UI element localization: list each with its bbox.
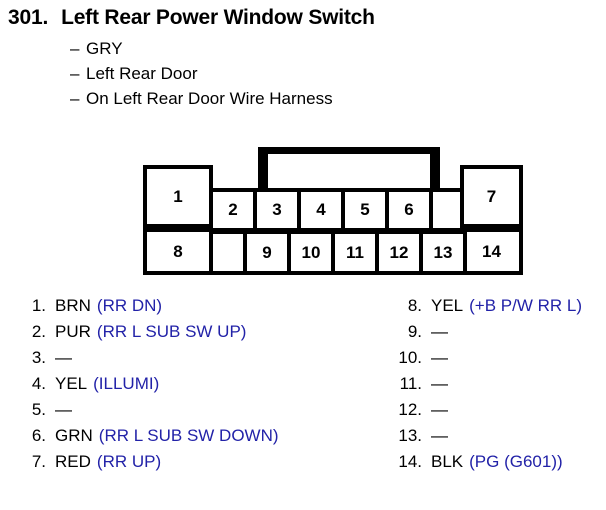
pin-wire-color: BLK [431, 452, 464, 471]
connector-pin-4[interactable]: 4 [297, 188, 345, 232]
title-text: Left Rear Power Window Switch [61, 6, 375, 29]
pin-empty-marker: — [431, 400, 448, 419]
pin-wire-color: RED [55, 452, 91, 471]
title-number: 301. [8, 6, 49, 29]
subtitle-text-1: GRY [86, 39, 123, 58]
dash-icon: – [70, 39, 80, 58]
latch-post-right [430, 147, 440, 192]
pin-list-item: 6. GRN (RR L SUB SW DOWN) [16, 426, 279, 452]
pin-number: 4. [31, 374, 46, 393]
pin-empty-marker: — [431, 348, 448, 367]
pin-signal-name: (+B P/W RR L) [469, 296, 583, 315]
subtitle-line-1: –GRY [70, 36, 333, 61]
pin-number: 2. [31, 322, 46, 341]
pin-empty-marker: — [431, 426, 448, 445]
connector-pin-7[interactable]: 7 [460, 165, 523, 228]
pin-list-item: 8. YEL (+B P/W RR L) [392, 296, 582, 322]
pin-signal-name: (RR DN) [96, 296, 163, 315]
pin-number: 12. [398, 400, 422, 419]
subtitle-text-2: Left Rear Door [86, 64, 198, 83]
connector-diagram: 1 8 7 14 2 3 4 5 6 9 10 11 12 13 [143, 145, 523, 275]
pin-list-item: 4. YEL (ILLUMI) [16, 374, 279, 400]
connector-pin-12[interactable]: 12 [375, 230, 423, 275]
pin-wire-color: GRN [55, 426, 93, 445]
pin-number: 10. [398, 348, 422, 367]
pin-signal-name: (RR L SUB SW UP) [96, 322, 247, 341]
pin-wire-color: BRN [55, 296, 91, 315]
pin-number: 7. [31, 452, 46, 471]
pin-number: 3. [31, 348, 46, 367]
connector-pin-10[interactable]: 10 [287, 230, 335, 275]
connector-pin-6-label: 6 [404, 200, 414, 219]
connector-pin-13[interactable]: 13 [419, 230, 467, 275]
pin-list-item: 13. — [392, 426, 582, 452]
pin-wire-color: YEL [55, 374, 88, 393]
connector-pin-2[interactable]: 2 [209, 188, 257, 232]
pin-list-item: 12. — [392, 400, 582, 426]
subtitle-line-2: –Left Rear Door [70, 61, 333, 86]
subtitle-list: –GRY –Left Rear Door –On Left Rear Door … [70, 36, 333, 111]
connector-pin-5[interactable]: 5 [341, 188, 389, 232]
connector-pin-7-label: 7 [486, 186, 497, 206]
connector-pin-5-label: 5 [360, 200, 370, 219]
pin-signal-name: (ILLUMI) [93, 374, 160, 393]
connector-pin-8[interactable]: 8 [143, 228, 213, 275]
connector-pin-12-label: 12 [389, 242, 409, 262]
pin-empty-marker: — [431, 374, 448, 393]
pin-empty-marker: — [431, 322, 448, 341]
pin-wire-color: PUR [55, 322, 91, 341]
connector-pin-10-label: 10 [301, 242, 321, 262]
connector-pin-11-label: 11 [346, 242, 364, 262]
pin-wire-color: YEL [431, 296, 464, 315]
pin-list-item: 11. — [392, 374, 582, 400]
connector-pin-9-label: 9 [262, 242, 272, 262]
connector-pin-3[interactable]: 3 [253, 188, 301, 232]
pin-signal-name: (RR UP) [96, 452, 162, 471]
connector-pin-1-label: 1 [173, 186, 183, 206]
pin-number: 1. [31, 296, 46, 315]
latch-post-left [258, 147, 268, 192]
connector-pin-8-label: 8 [173, 241, 183, 261]
latch-crossbar [258, 147, 440, 154]
connector-pin-3-label: 3 [272, 200, 282, 219]
subtitle-text-3: On Left Rear Door Wire Harness [86, 89, 333, 108]
connector-pin-14-label: 14 [482, 241, 501, 261]
pin-list-left: 1. BRN (RR DN) 2. PUR (RR L SUB SW UP) 3… [16, 296, 279, 478]
pin-list-item: 9. — [392, 322, 582, 348]
connector-pin-2-label: 2 [228, 200, 238, 219]
pin-signal-name: (RR L SUB SW DOWN) [98, 426, 279, 445]
pin-list-item: 1. BRN (RR DN) [16, 296, 279, 322]
connector-pin-1[interactable]: 1 [143, 165, 213, 228]
pin-number: 13. [398, 426, 422, 445]
pin-number: 6. [31, 426, 46, 445]
pin-number: 5. [31, 400, 46, 419]
connector-pin-11[interactable]: 11 [331, 230, 379, 275]
subtitle-line-3: –On Left Rear Door Wire Harness [70, 86, 333, 111]
pin-signal-name: (PG (G601)) [469, 452, 563, 471]
pin-list-right: 8. YEL (+B P/W RR L) 9. — 10. — 11. — 12… [392, 296, 582, 478]
dash-icon: – [70, 89, 80, 108]
pin-empty-marker: — [55, 348, 72, 367]
connector-pin-9[interactable]: 9 [243, 230, 291, 275]
connector-pin-4-label: 4 [316, 200, 326, 219]
pin-number: 8. [407, 296, 422, 315]
page-title: 301. Left Rear Power Window Switch [8, 6, 375, 30]
connector-pin-14[interactable]: 14 [460, 228, 523, 275]
pin-list-item: 14. BLK (PG (G601)) [392, 452, 582, 478]
connector-pin-6[interactable]: 6 [385, 188, 433, 232]
pin-list-item: 10. — [392, 348, 582, 374]
dash-icon: – [70, 64, 80, 83]
pin-list-item: 2. PUR (RR L SUB SW UP) [16, 322, 279, 348]
pin-list-item: 5. — [16, 400, 279, 426]
pin-list-item: 7. RED (RR UP) [16, 452, 279, 478]
connector-blank-slot-top [429, 188, 464, 232]
pin-empty-marker: — [55, 400, 72, 419]
pin-number: 9. [407, 322, 422, 341]
connector-pin-13-label: 13 [433, 242, 453, 262]
connector-blank-slot-bottom [209, 230, 247, 275]
pin-number: 14. [398, 452, 422, 471]
pin-number: 11. [399, 374, 422, 393]
pin-list-item: 3. — [16, 348, 279, 374]
